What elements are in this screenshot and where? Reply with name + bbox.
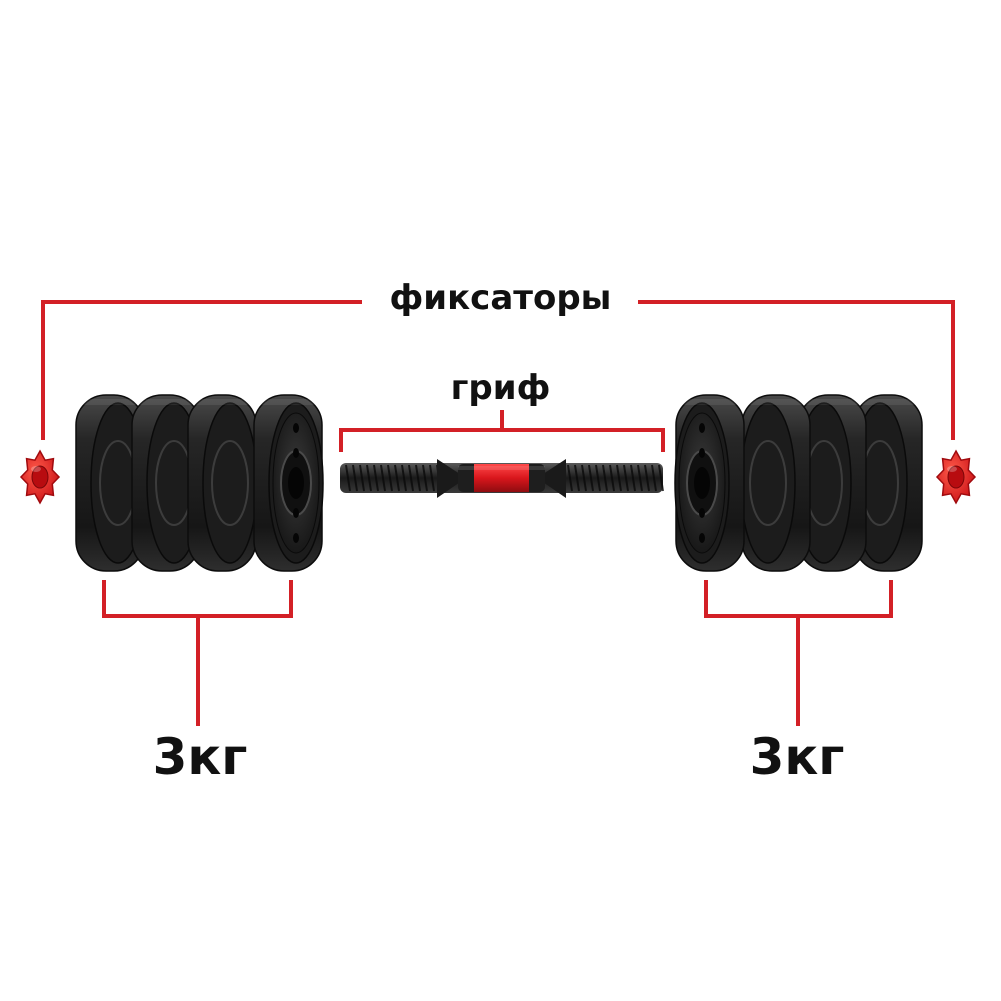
left-weight-bracket bbox=[102, 580, 293, 618]
weight-plate-icon bbox=[253, 394, 324, 572]
weight-plate-icon bbox=[131, 394, 202, 572]
right-collar-icon bbox=[935, 449, 977, 505]
left-weight-label: 3кг bbox=[152, 728, 248, 786]
annotation-lines bbox=[41, 300, 955, 726]
right-weight-bracket bbox=[704, 580, 893, 618]
handle-bracket bbox=[339, 428, 665, 452]
weight-plate-icon bbox=[187, 394, 258, 572]
collars-label: фиксаторы bbox=[389, 278, 612, 318]
left-plate-stack bbox=[75, 394, 324, 572]
right-weight-label: 3кг bbox=[749, 728, 845, 786]
weight-plate-icon bbox=[674, 394, 745, 572]
weight-plate-icon bbox=[740, 394, 811, 572]
collars-bracket-right bbox=[638, 300, 955, 440]
collars-bracket-left bbox=[41, 300, 362, 440]
threaded-bar-icon bbox=[340, 459, 664, 498]
left-collar-icon bbox=[19, 449, 61, 505]
handle-label: гриф bbox=[450, 368, 551, 408]
right-plate-stack bbox=[674, 394, 923, 572]
